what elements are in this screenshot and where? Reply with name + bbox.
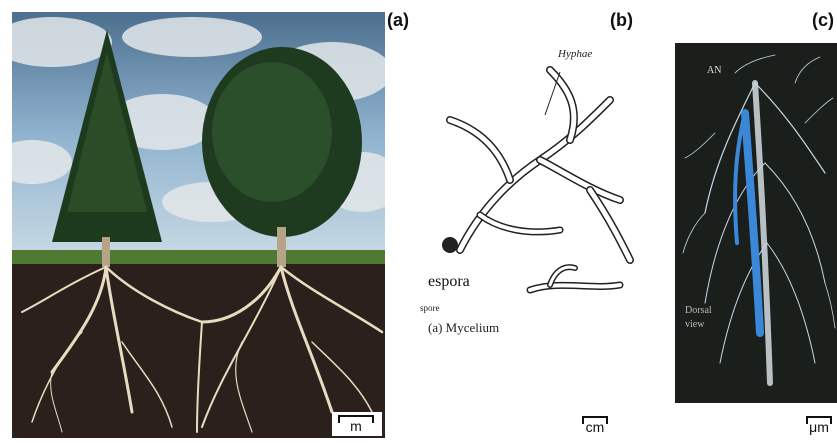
label-spore: spore [420, 303, 440, 313]
scale-bar-b: cm [582, 416, 608, 436]
panel-letter-c: (c) [812, 10, 834, 31]
scale-unit-b: cm [582, 420, 608, 434]
panel-b-mycelium: Hyphae spore (a) Mycelium [420, 40, 650, 370]
espora-label-box: espora [410, 266, 518, 298]
panel-letter-a: (a) [387, 10, 409, 31]
scale-unit-a: m [338, 419, 374, 433]
label-an: AN [707, 65, 721, 76]
scale-bar-a: m [338, 415, 374, 435]
label-view-1: Dorsal [685, 305, 712, 316]
scale-unit-c: μm [806, 420, 832, 434]
neuron-image [675, 43, 837, 403]
label-view-2: view [685, 319, 704, 330]
scale-bar-c: μm [806, 416, 832, 436]
espora-label: espora [428, 273, 470, 291]
panel-a-trees-roots: m [12, 12, 385, 438]
label-hyphae: Hyphae [558, 48, 592, 60]
panel-c-neuron: AN Dorsal view [675, 43, 837, 403]
trees-roots-illustration [12, 12, 385, 438]
mycelium-caption: (a) Mycelium [428, 320, 499, 336]
panel-letter-b: (b) [610, 10, 633, 31]
grass-line [12, 250, 385, 266]
spore-dot [442, 237, 458, 253]
